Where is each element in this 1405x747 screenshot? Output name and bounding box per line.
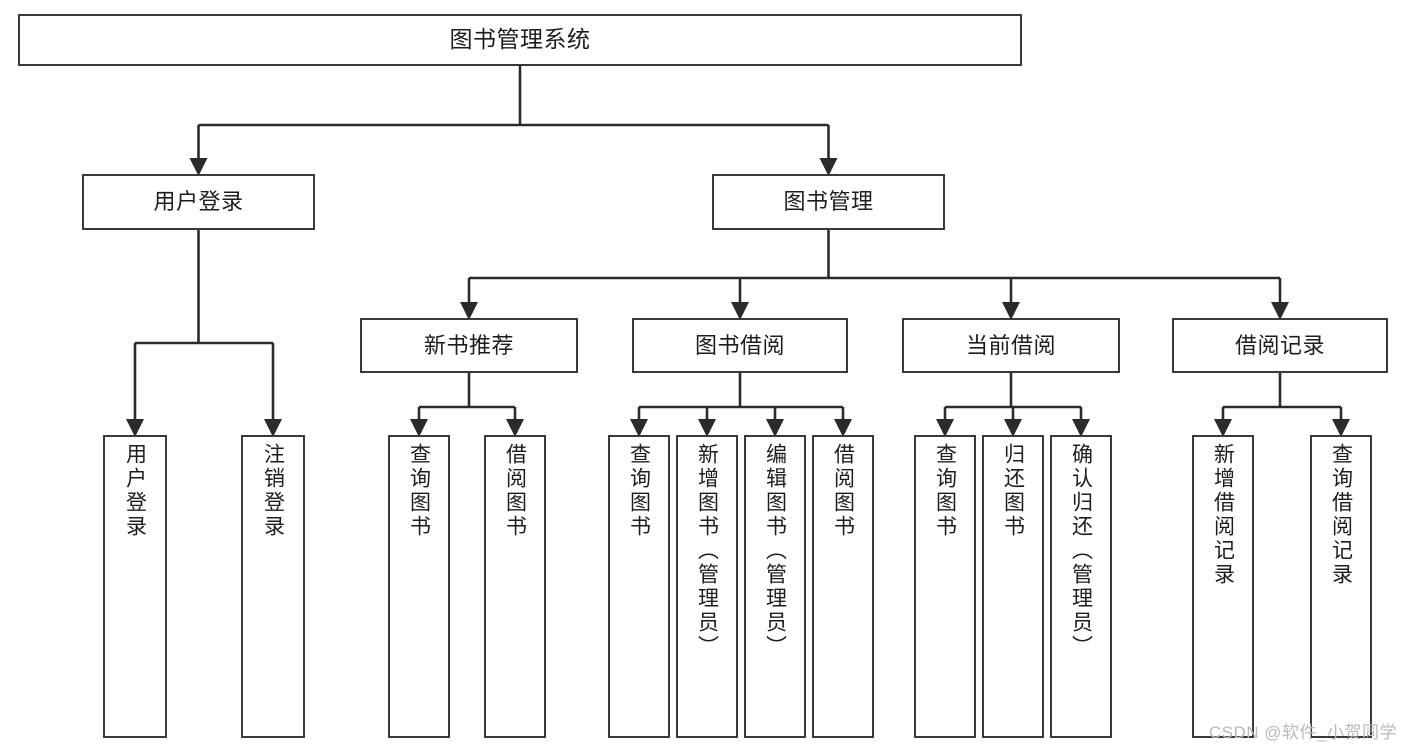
watermark: CSDN @软件_小贺同学 <box>1208 723 1397 742</box>
node-label: 新增借阅记录 <box>1211 443 1235 587</box>
node-label: 查询图书 <box>933 443 957 539</box>
node-label: 借阅记录 <box>1234 332 1325 358</box>
node-leaf-borrow-book-1[interactable]: 借阅图书 <box>484 435 546 738</box>
node-label: 新书推荐 <box>423 332 514 358</box>
node-label: 用户登录 <box>153 189 244 215</box>
node-label: 归还图书 <box>1001 443 1025 539</box>
node-label: 借阅图书 <box>503 443 527 539</box>
node-leaf-return-book[interactable]: 归还图书 <box>982 435 1044 738</box>
node-label: 图书借阅 <box>694 332 785 358</box>
node-leaf-user-logout[interactable]: 注销登录 <box>241 435 305 738</box>
node-label: 当前借阅 <box>965 332 1056 358</box>
node-label: 注销登录 <box>261 443 285 539</box>
node-label: 新增图书（管理员） <box>695 443 719 659</box>
node-leaf-confirm-return[interactable]: 确认归还（管理员） <box>1050 435 1112 738</box>
node-leaf-add-record[interactable]: 新增借阅记录 <box>1192 435 1254 738</box>
node-leaf-add-book[interactable]: 新增图书（管理员） <box>676 435 738 738</box>
node-label: 图书管理系统 <box>449 26 591 53</box>
node-label: 查询图书 <box>627 443 651 539</box>
node-leaf-query-record[interactable]: 查询借阅记录 <box>1310 435 1372 738</box>
node-leaf-borrow-book-2[interactable]: 借阅图书 <box>812 435 874 738</box>
node-leaf-edit-book[interactable]: 编辑图书（管理员） <box>744 435 806 738</box>
node-leaf-user-login[interactable]: 用户登录 <box>103 435 167 738</box>
node-label: 查询图书 <box>407 443 431 539</box>
node-current-borrow[interactable]: 当前借阅 <box>902 318 1120 373</box>
node-borrow-record[interactable]: 借阅记录 <box>1172 318 1388 373</box>
node-label: 编辑图书（管理员） <box>763 443 787 659</box>
node-leaf-query-book-3[interactable]: 查询图书 <box>914 435 976 738</box>
node-label: 查询借阅记录 <box>1329 443 1353 587</box>
node-label: 确认归还（管理员） <box>1069 443 1093 659</box>
node-label: 图书管理 <box>783 189 874 215</box>
node-book-borrow[interactable]: 图书借阅 <box>632 318 848 373</box>
node-book-manage[interactable]: 图书管理 <box>712 174 945 230</box>
node-root[interactable]: 图书管理系统 <box>18 14 1022 66</box>
node-new-book-rec[interactable]: 新书推荐 <box>360 318 578 373</box>
node-label: 用户登录 <box>123 443 147 539</box>
node-leaf-query-book-1[interactable]: 查询图书 <box>388 435 450 738</box>
node-label: 借阅图书 <box>831 443 855 539</box>
node-user-login[interactable]: 用户登录 <box>82 174 315 230</box>
node-leaf-query-book-2[interactable]: 查询图书 <box>608 435 670 738</box>
